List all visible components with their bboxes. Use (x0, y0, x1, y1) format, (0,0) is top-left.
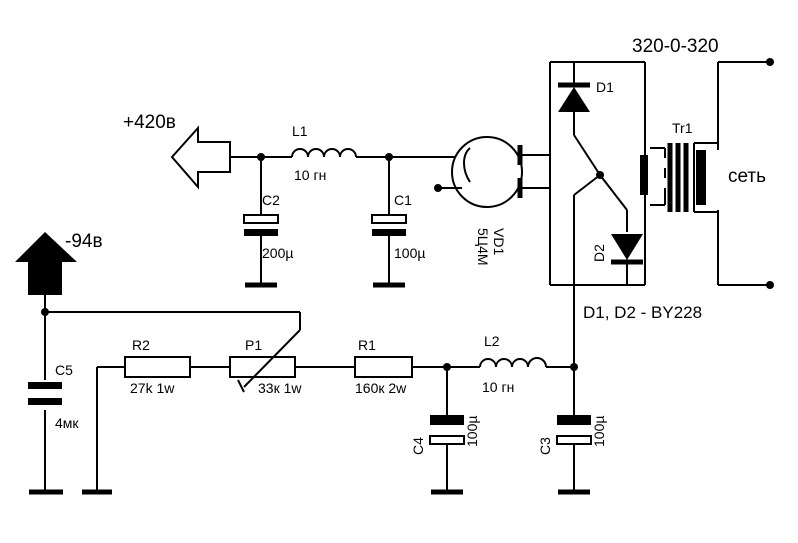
r2-label: R2 (132, 337, 150, 353)
d1-label: D1 (596, 79, 614, 95)
diode-type-note: D1, D2 - BY228 (583, 303, 702, 322)
c1-label: C1 (394, 192, 412, 208)
l2-label: L2 (484, 333, 500, 349)
rectifier-tube-vd1 (438, 136, 523, 208)
capacitor-c5 (28, 382, 112, 495)
diode-d1 (558, 82, 590, 112)
capacitor-c3 (556, 415, 592, 495)
junction-dots (41, 153, 604, 371)
minus-94-label: -94в (65, 231, 103, 252)
diode-d2 (611, 234, 643, 265)
c2-label: C2 (262, 192, 280, 208)
labels: 320-0-320 +420в -94в сеть Tr1 D1, D2 - B… (55, 36, 766, 455)
resistor-r1 (354, 356, 413, 378)
c3-label: C3 (537, 437, 553, 455)
c2-value-label: 200µ (262, 245, 293, 261)
transformer-name-label: Tr1 (672, 120, 693, 136)
resistor-r2 (124, 356, 191, 378)
potentiometer-p1 (229, 329, 301, 393)
transformer-tr1 (640, 142, 718, 213)
vd1-type-label: 5Ц4М (475, 228, 491, 266)
plus-420-output-arrow (170, 125, 231, 190)
inductor-l1 (291, 148, 357, 158)
minus-94-output-arrow (15, 232, 77, 295)
transformer-voltage-label: 320-0-320 (632, 36, 719, 57)
c5-label: C5 (55, 362, 73, 378)
r1-label: R1 (358, 337, 376, 353)
capacitor-c2 (243, 214, 279, 288)
capacitor-c4 (429, 415, 465, 495)
c5-value-label: 4мк (55, 415, 79, 431)
vd1-label: VD1 (491, 228, 507, 255)
d2-label: D2 (591, 244, 607, 262)
l2-value-label: 10 гн (482, 379, 514, 395)
mains-label: сеть (728, 166, 766, 187)
p1-value-label: 33к 1w (258, 380, 302, 396)
c3-value-label: 100µ (591, 416, 607, 447)
l1-label: L1 (292, 123, 308, 139)
wires (44, 61, 770, 492)
p1-label: P1 (245, 337, 262, 353)
capacitor-c1 (371, 214, 407, 288)
l1-value-label: 10 гн (294, 167, 326, 183)
c4-label: C4 (410, 437, 426, 455)
r1-value-label: 160к 2w (355, 380, 407, 396)
inductor-l2 (479, 357, 547, 368)
c4-value-label: 100µ (464, 416, 480, 447)
r2-value-label: 27k 1w (130, 380, 175, 396)
mains-terminals (766, 58, 774, 289)
c1-value-label: 100µ (394, 245, 425, 261)
plus-420-label: +420в (123, 112, 176, 133)
